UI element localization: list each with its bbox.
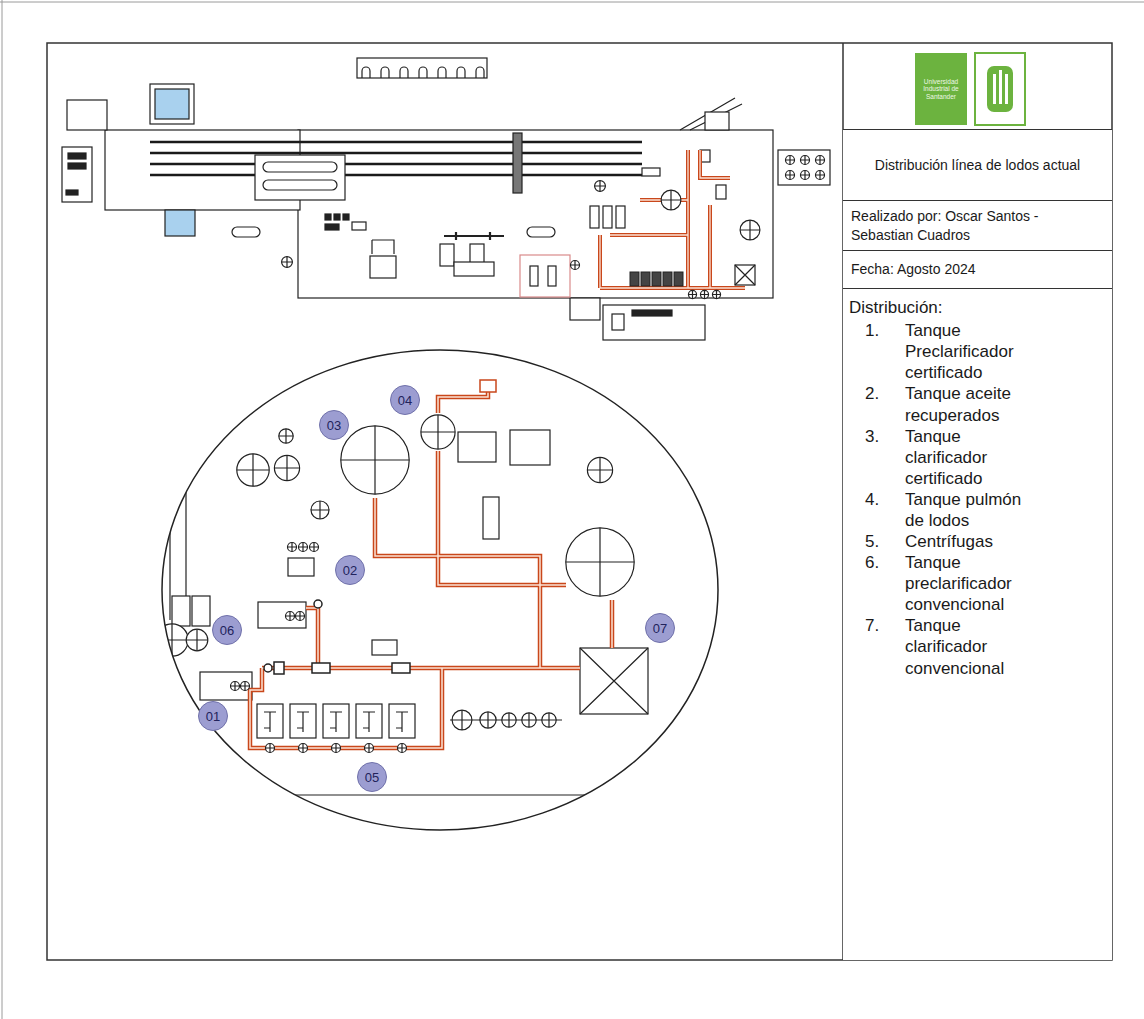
callout-text: 03 — [327, 419, 341, 432]
callout-number: 03 — [319, 410, 349, 440]
callout-number: 01 — [198, 701, 228, 731]
list-item: Tanque preclarificador convencional — [905, 552, 1030, 615]
list-row: 4.Tanque pulmón de lodos — [849, 489, 1106, 531]
callout-text: 02 — [343, 564, 357, 577]
list-number: 3. — [865, 426, 905, 447]
title-block-text: Distribución línea de lodos actual — [851, 156, 1104, 174]
title-block-cell: Distribución línea de lodos actual — [843, 129, 1112, 200]
logo-text: Universidad Industrial de Santander — [918, 78, 964, 100]
title-block-text: Realizado por: Oscar Santos - Sebastian … — [851, 207, 1104, 243]
title-block-text: Fecha: Agosto 2024 — [851, 260, 1104, 278]
list-item: Tanque clarificador certificado — [905, 426, 1030, 489]
list-row: 2.Tanque aceite recuperados — [849, 383, 1106, 425]
callout-text: 07 — [653, 622, 667, 635]
list-heading: Distribución: — [849, 297, 1106, 318]
list-item: Tanque pulmón de lodos — [905, 489, 1030, 531]
list-item: Tanque aceite recuperados — [905, 383, 1030, 425]
list-number: 4. — [865, 489, 905, 510]
callout-number: 06 — [212, 615, 242, 645]
list-item: Tanque clarificador convencional — [905, 615, 1030, 678]
callout-number: 02 — [335, 555, 365, 585]
list-row: 5.Centrífugas — [849, 531, 1106, 552]
list-item: Centrífugas — [905, 531, 1030, 552]
legend-list-cell: Distribución:1.Tanque Preclarificador ce… — [843, 288, 1112, 960]
list-number: 5. — [865, 531, 905, 552]
list-item: Tanque Preclarificador certificado — [905, 320, 1030, 383]
title-block-cell: Fecha: Agosto 2024 — [843, 250, 1112, 288]
list-number: 2. — [865, 383, 905, 404]
list-row: 6.Tanque preclarificador convencional — [849, 552, 1106, 615]
callout-text: 05 — [365, 771, 379, 784]
logo-box: Universidad Industrial de Santander — [915, 53, 967, 125]
callout-text: 04 — [398, 394, 412, 407]
callout-number: 05 — [357, 762, 387, 792]
callout-text: 06 — [220, 624, 234, 637]
title-block-cell: Realizado por: Oscar Santos - Sebastian … — [843, 200, 1112, 250]
list-row: 7.Tanque clarificador convencional — [849, 615, 1106, 678]
callout-text: 01 — [206, 710, 220, 723]
list-row: 1.Tanque Preclarificador certificado — [849, 320, 1106, 383]
callout-number: 07 — [645, 613, 675, 643]
list-number: 7. — [865, 615, 905, 636]
list-number: 6. — [865, 552, 905, 573]
list-number: 1. — [865, 320, 905, 341]
list-row: 3.Tanque clarificador certificado — [849, 426, 1106, 489]
callout-number: 04 — [390, 385, 420, 415]
